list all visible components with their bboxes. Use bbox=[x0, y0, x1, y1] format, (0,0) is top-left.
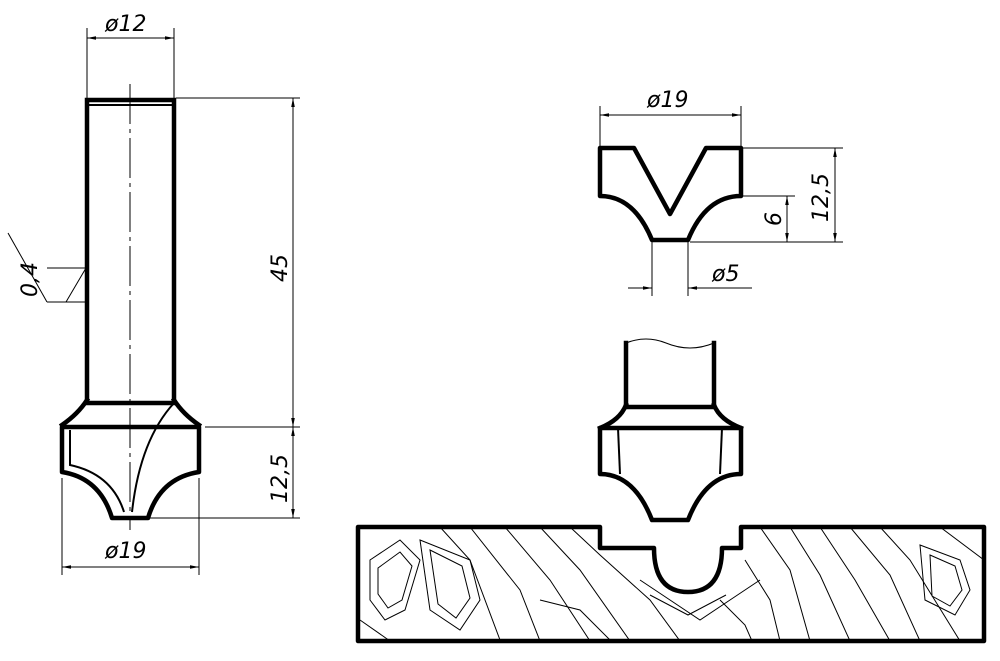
surface-roughness-symbol: 0,4 bbox=[7, 232, 87, 303]
label-radius-depth: 6 bbox=[762, 212, 787, 226]
label-head-height: 12,5 bbox=[268, 454, 293, 503]
cutter-twist-line bbox=[131, 402, 175, 513]
profile-outline bbox=[597, 145, 744, 243]
cutter-edge-line bbox=[69, 430, 125, 513]
wood-workpiece bbox=[355, 524, 987, 644]
label-shank-diameter: ø12 bbox=[104, 12, 146, 37]
label-profile-diameter: ø19 bbox=[646, 88, 688, 113]
shank-break-line bbox=[625, 338, 715, 349]
router-bit-side-view bbox=[58, 84, 203, 530]
profile-dimensions: ø19 12,5 6 ø5 bbox=[599, 88, 843, 290]
head-outline-2 bbox=[597, 425, 744, 523]
cutter-in-workpiece bbox=[597, 338, 744, 523]
neck-outline-2 bbox=[597, 402, 744, 431]
left-dimensions: ø12 45 12,5 ø19 0,4 bbox=[7, 12, 300, 575]
head-edge-left-2 bbox=[617, 427, 621, 475]
label-roughness: 0,4 bbox=[18, 262, 43, 297]
label-cutter-diameter: ø19 bbox=[104, 539, 146, 564]
cutter-head-outline bbox=[59, 424, 202, 521]
shank-broken-outline bbox=[623, 340, 717, 408]
board-outline bbox=[355, 524, 987, 644]
head-edge-right-2 bbox=[719, 427, 723, 475]
wood-grain-hatching bbox=[359, 527, 984, 641]
label-profile-tip-diameter: ø5 bbox=[711, 262, 739, 287]
label-shank-length: 45 bbox=[268, 254, 293, 282]
label-profile-height: 12,5 bbox=[809, 173, 834, 222]
